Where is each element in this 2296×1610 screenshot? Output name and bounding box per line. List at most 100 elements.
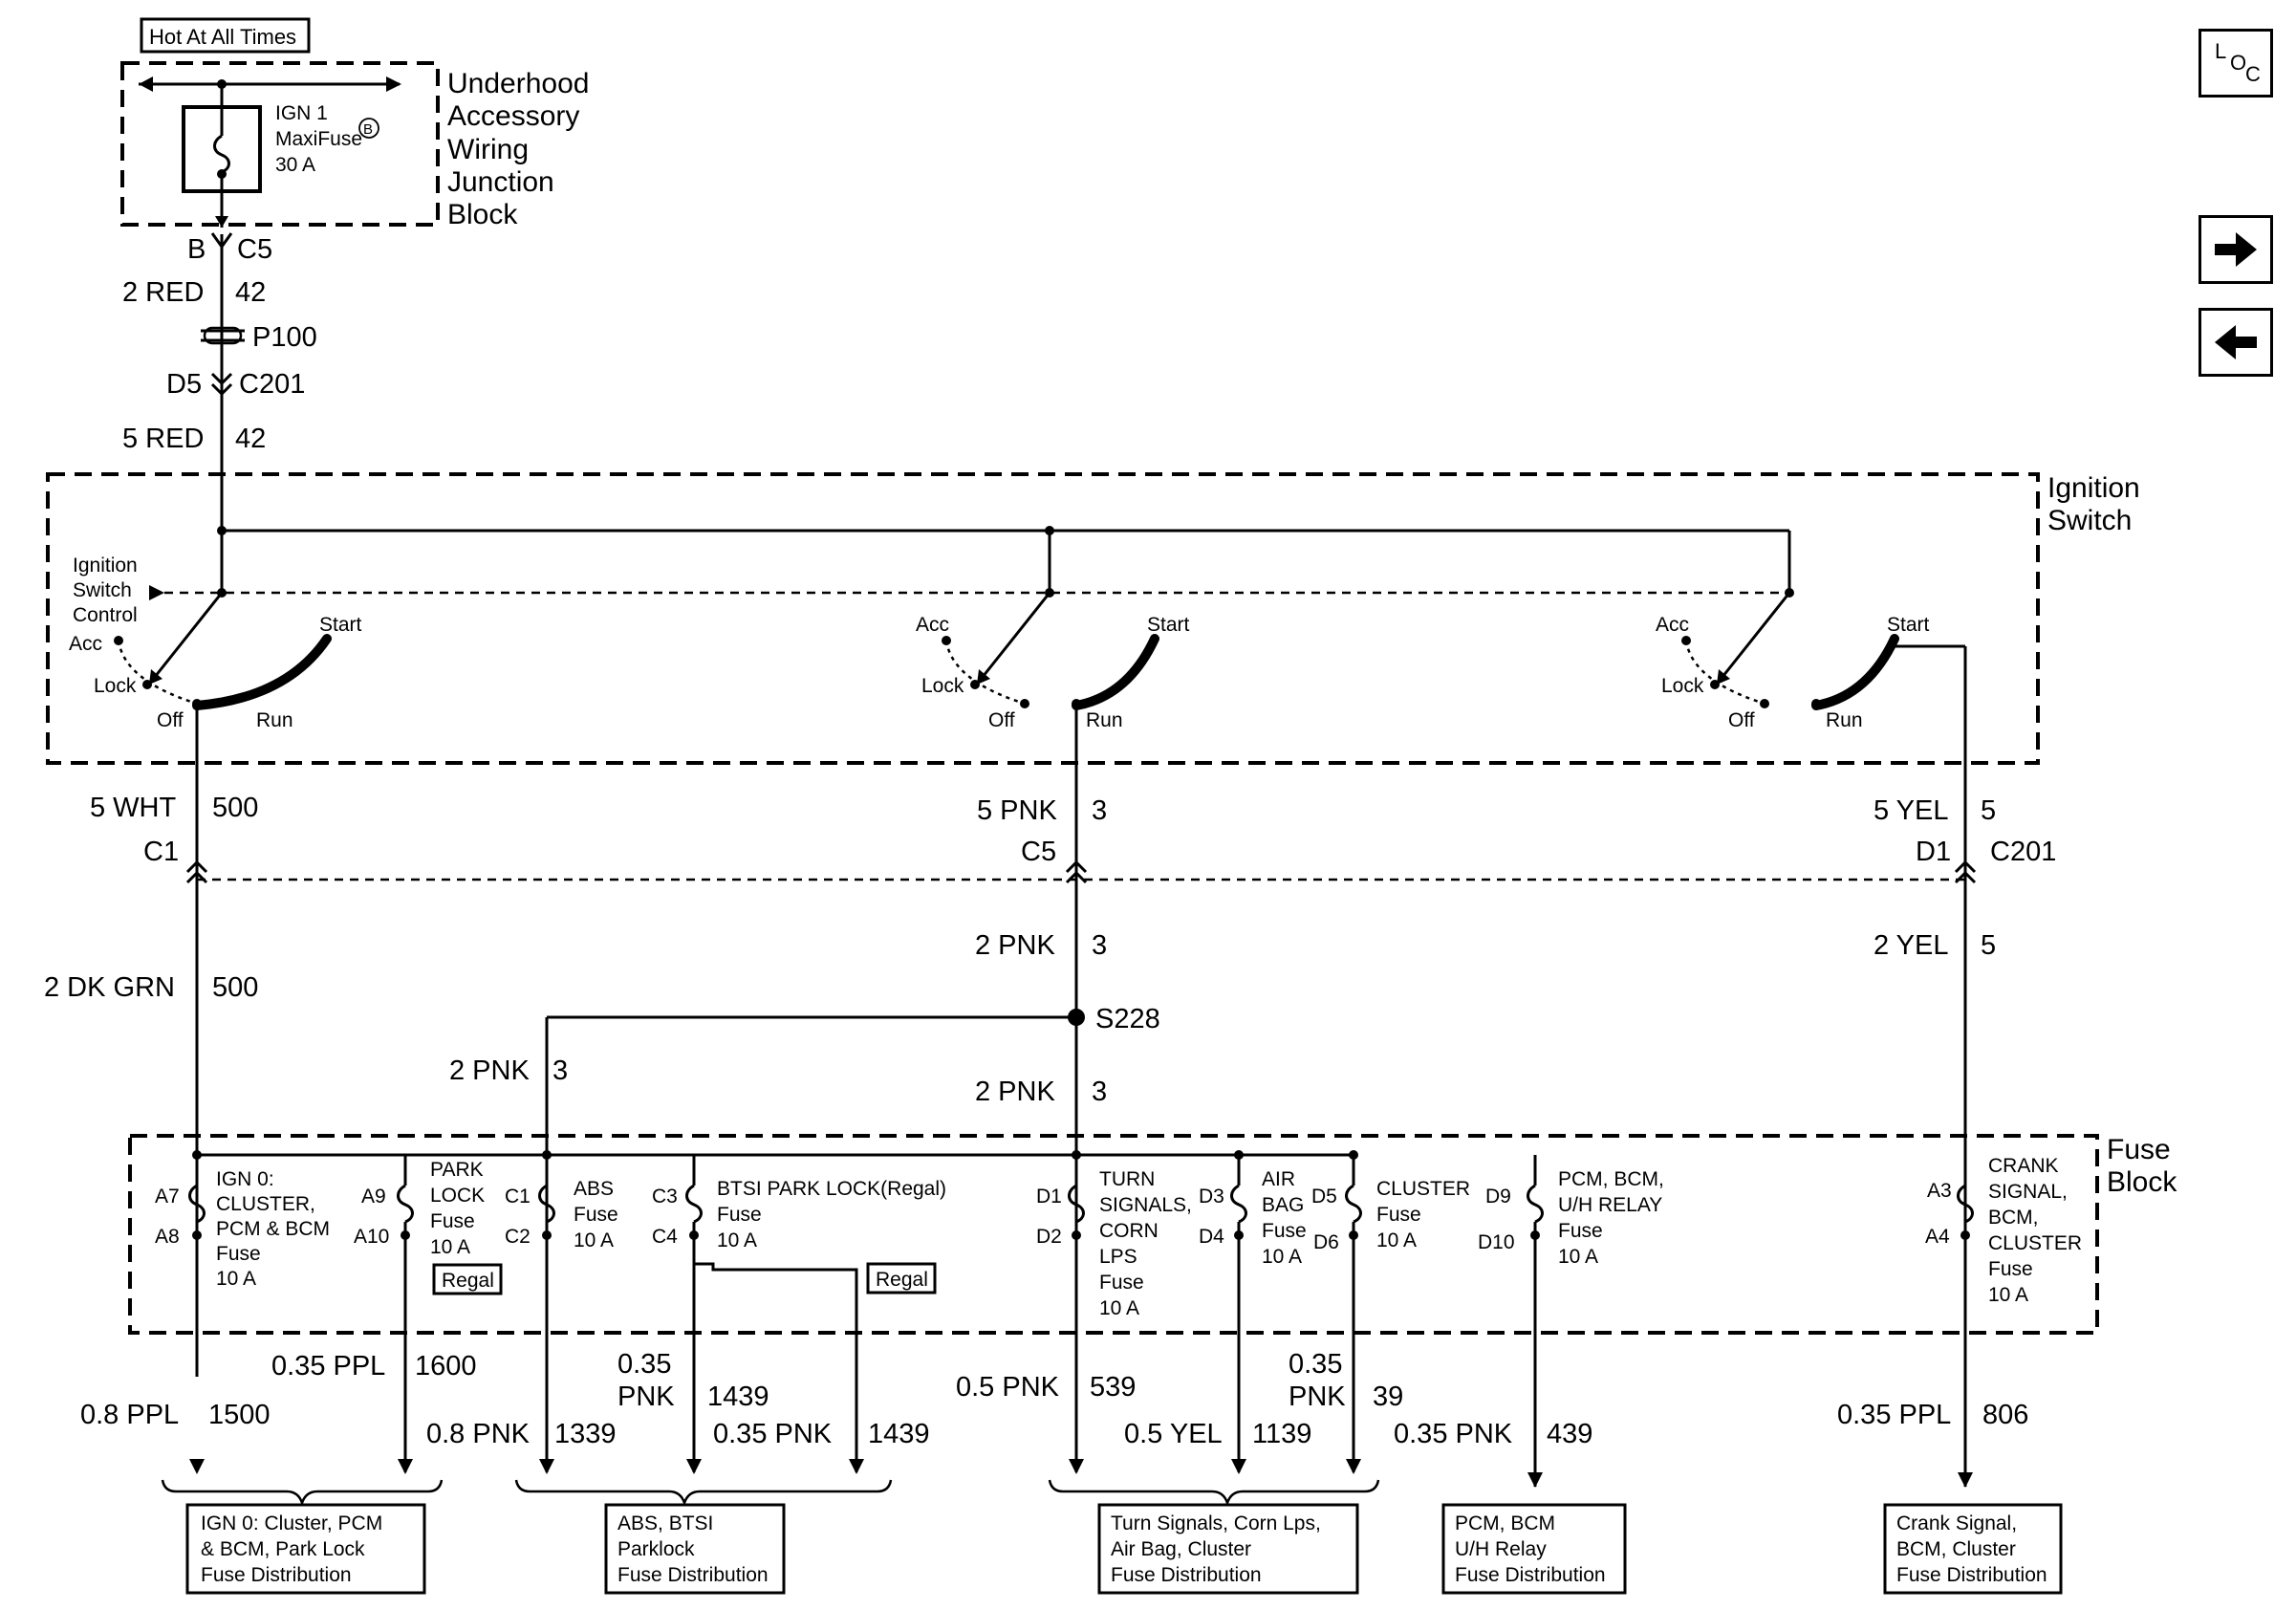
svg-text:Fuse: Fuse (430, 1210, 475, 1232)
svg-text:439: 439 (1547, 1419, 1592, 1449)
svg-text:0.35: 0.35 (617, 1349, 671, 1380)
fuse-crank: A3 A4 CRANK SIGNAL, BCM, CLUSTER Fuse 10… (1925, 1155, 2082, 1306)
svg-text:10 A: 10 A (1376, 1229, 1417, 1251)
svg-text:3: 3 (1092, 795, 1107, 826)
svg-text:Off: Off (988, 709, 1015, 731)
svg-text:Block: Block (2107, 1166, 2177, 1198)
svg-text:Regal: Regal (442, 1270, 494, 1292)
switch-output-wires: 5 WHT 500 C1 5 PNK 3 C5 5 YEL 5 D1 C201 … (44, 644, 2056, 1487)
svg-text:PCM & BCM: PCM & BCM (216, 1218, 330, 1240)
svg-text:BCM,: BCM, (1988, 1207, 2039, 1229)
svg-text:0.35 PNK: 0.35 PNK (713, 1419, 833, 1449)
fuse-turn-signals: D1 D2 TURN SIGNALS, CORN LPS Fuse 10 A (1036, 1168, 1192, 1319)
svg-text:539: 539 (1090, 1372, 1136, 1403)
svg-text:2 RED: 2 RED (122, 277, 204, 308)
svg-text:1439: 1439 (707, 1382, 769, 1412)
svg-text:5: 5 (1981, 930, 1996, 961)
svg-text:10 A: 10 A (1558, 1246, 1598, 1268)
svg-text:LPS: LPS (1099, 1246, 1137, 1268)
fuse-ign0: A7 A8 IGN 0: CLUSTER, PCM & BCM Fuse 10 … (155, 1168, 330, 1290)
svg-text:CRANK: CRANK (1988, 1155, 2059, 1177)
svg-text:AIR: AIR (1262, 1168, 1295, 1190)
svg-text:Acc: Acc (1656, 614, 1689, 636)
svg-text:Junction: Junction (447, 166, 554, 198)
svg-text:Run: Run (1826, 709, 1863, 731)
hot-at-all-times-label: Hot At All Times (149, 25, 296, 49)
svg-text:A4: A4 (1925, 1226, 1950, 1248)
svg-text:3: 3 (552, 1055, 568, 1086)
location-icon: L O C (2215, 39, 2261, 86)
svg-text:P100: P100 (252, 322, 317, 353)
next-page-button[interactable] (2199, 215, 2273, 284)
svg-text:Run: Run (1086, 709, 1123, 731)
ignition-section-left: Acc Lock Off Run Start (69, 588, 362, 731)
svg-text:D5: D5 (166, 369, 202, 400)
svg-text:O: O (2230, 51, 2246, 75)
svg-text:C1: C1 (505, 1186, 531, 1208)
svg-text:10 A: 10 A (574, 1229, 614, 1251)
previous-page-button[interactable] (2199, 308, 2273, 377)
svg-text:PCM, BCM: PCM, BCM (1455, 1512, 1555, 1534)
svg-text:SIGNAL,: SIGNAL, (1988, 1181, 2068, 1203)
svg-text:IGN 0: Cluster, PCM: IGN 0: Cluster, PCM (201, 1512, 382, 1534)
svg-text:D4: D4 (1199, 1226, 1224, 1248)
svg-text:ABS, BTSI: ABS, BTSI (617, 1512, 713, 1534)
svg-text:D9: D9 (1485, 1186, 1511, 1208)
fuse-block: Fuse Block A7 A8 IGN 0: CLUSTER, PCM & B… (128, 1134, 2177, 1487)
svg-text:Air Bag, Cluster: Air Bag, Cluster (1111, 1538, 1251, 1560)
svg-text:IGN 1: IGN 1 (275, 102, 328, 124)
svg-text:TURN: TURN (1099, 1168, 1155, 1190)
svg-text:Control: Control (73, 604, 138, 626)
svg-text:PNK: PNK (1289, 1382, 1346, 1412)
svg-text:Acc: Acc (916, 614, 949, 636)
svg-text:1139: 1139 (1252, 1419, 1311, 1449)
svg-text:10 A: 10 A (216, 1268, 256, 1290)
svg-text:Start: Start (1887, 614, 1930, 636)
svg-text:D2: D2 (1036, 1226, 1062, 1248)
svg-text:500: 500 (212, 793, 258, 823)
svg-text:0.8 PNK: 0.8 PNK (426, 1419, 531, 1449)
svg-text:BAG: BAG (1262, 1194, 1304, 1216)
svg-text:IGN 0:: IGN 0: (216, 1168, 274, 1190)
svg-text:D6: D6 (1313, 1231, 1339, 1253)
svg-text:3: 3 (1092, 930, 1107, 961)
svg-text:10 A: 10 A (1988, 1284, 2028, 1306)
svg-text:A9: A9 (361, 1186, 386, 1208)
svg-text:Wiring: Wiring (447, 134, 529, 165)
svg-text:Fuse: Fuse (717, 1204, 762, 1226)
location-button[interactable]: L O C (2199, 29, 2273, 98)
svg-text:C4: C4 (652, 1226, 678, 1248)
svg-text:5 WHT: 5 WHT (90, 793, 177, 823)
svg-text:BTSI PARK LOCK(Regal): BTSI PARK LOCK(Regal) (717, 1178, 946, 1200)
svg-text:2 PNK: 2 PNK (975, 930, 1055, 961)
svg-text:Fuse Distribution: Fuse Distribution (1455, 1564, 1606, 1586)
underhood-junction-block: Hot At All Times IGN 1 MaxiFuse B 30 A U… (120, 17, 589, 230)
svg-text:Fuse Distribution: Fuse Distribution (1896, 1564, 2047, 1586)
svg-text:Acc: Acc (69, 633, 102, 655)
svg-text:SIGNALS,: SIGNALS, (1099, 1194, 1192, 1216)
svg-text:1339: 1339 (554, 1419, 617, 1449)
svg-text:42: 42 (235, 277, 266, 308)
svg-text:0.35 PPL: 0.35 PPL (1837, 1400, 1951, 1430)
svg-text:Fuse: Fuse (1376, 1204, 1421, 1226)
svg-text:Start: Start (1147, 614, 1190, 636)
svg-text:C2: C2 (505, 1226, 531, 1248)
svg-text:Off: Off (157, 709, 184, 731)
svg-text:Fuse: Fuse (216, 1243, 261, 1265)
svg-text:Fuse: Fuse (1988, 1258, 2033, 1280)
svg-text:5 PNK: 5 PNK (977, 795, 1057, 826)
svg-text:Fuse: Fuse (1099, 1272, 1144, 1294)
svg-text:LOCK: LOCK (430, 1185, 485, 1207)
svg-text:1500: 1500 (208, 1400, 271, 1430)
svg-text:A3: A3 (1927, 1180, 1952, 1202)
svg-text:U/H Relay: U/H Relay (1455, 1538, 1547, 1560)
svg-text:Fuse Distribution: Fuse Distribution (1111, 1564, 1262, 1586)
svg-text:Lock: Lock (921, 675, 964, 697)
svg-text:PCM, BCM,: PCM, BCM, (1558, 1168, 1664, 1190)
svg-text:Parklock: Parklock (617, 1538, 695, 1560)
svg-text:Fuse: Fuse (1262, 1220, 1307, 1242)
ignition-section-right: Acc Lock Off Run Start (1656, 588, 1930, 731)
svg-text:Turn Signals, Corn Lps,: Turn Signals, Corn Lps, (1111, 1512, 1321, 1534)
svg-text:Switch: Switch (73, 579, 132, 601)
destination-ign0: IGN 0: Cluster, PCM & BCM, Park Lock Fus… (185, 1503, 426, 1595)
